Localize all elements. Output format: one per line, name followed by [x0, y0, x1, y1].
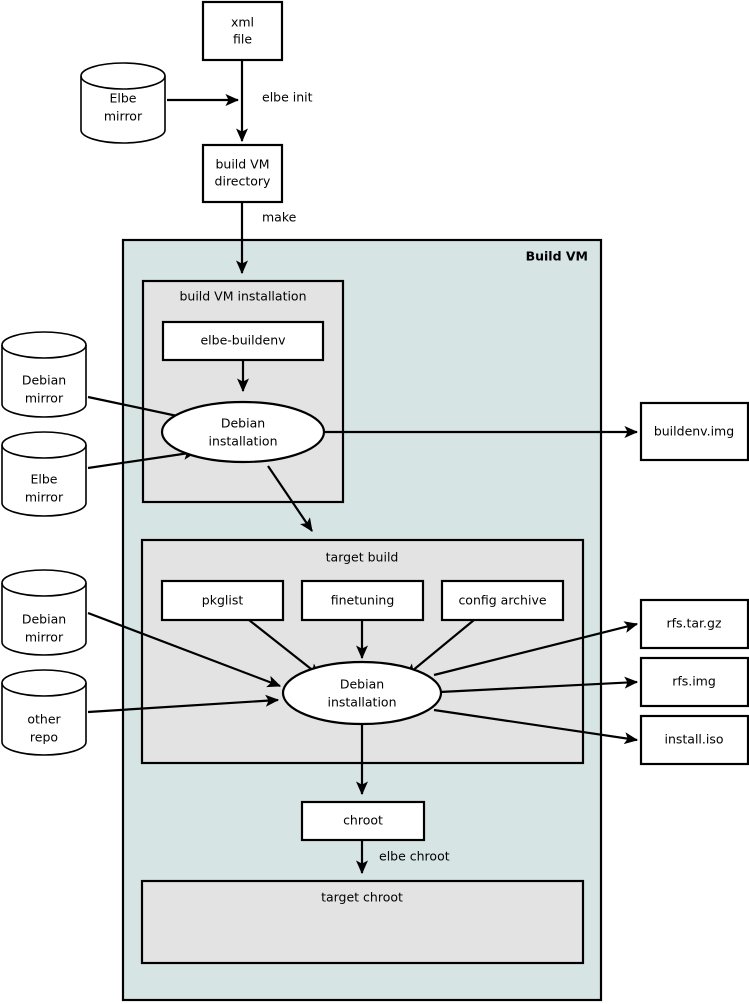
debian-mirror-bottom-cylinder[interactable]: Debian mirror	[1, 569, 87, 656]
chroot-node[interactable]: chroot	[300, 800, 426, 842]
build-vm-title: Build VM	[526, 249, 588, 264]
debian-mirror-top-body[interactable]	[1, 331, 87, 418]
other-repo-cap	[1, 682, 87, 697]
edge-debianinstall-to-rfsimg	[439, 676, 639, 694]
debian-mirror-bottom-cap	[1, 582, 87, 597]
target-build-title: target build	[326, 550, 399, 565]
edge-pkglist-to-debianinstall-target	[248, 619, 321, 677]
debian-installation-buildenv-label-line2: installation	[208, 434, 277, 449]
edge-debianmirror-bottom-to-debianinstall-target	[87, 611, 282, 688]
chroot-rect[interactable]	[300, 800, 426, 842]
elbe-buildenv-label: elbe-buildenv	[200, 333, 286, 348]
elbe-mirror-top-cylinder[interactable]: Elbe mirror	[80, 62, 166, 144]
rfs-img-node[interactable]: rfs.img	[639, 656, 749, 708]
buildenv-img-label: buildenv.img	[654, 424, 734, 439]
rfs-img-rect[interactable]	[639, 656, 749, 708]
install-iso-node[interactable]: install.iso	[639, 714, 749, 766]
debian-installation-target-ellipse[interactable]	[281, 660, 443, 726]
debian-mirror-top-label-line2: mirror	[25, 391, 64, 406]
debian-mirror-top-cap	[1, 344, 87, 359]
debian-mirror-bottom-label-line2: mirror	[25, 630, 64, 645]
elbe-buildenv-node[interactable]: elbe-buildenv	[161, 320, 325, 362]
elbe-mirror-top-label-line1: Elbe	[110, 91, 137, 106]
pkglist-rect[interactable]	[160, 579, 285, 622]
finetuning-rect[interactable]	[300, 579, 425, 622]
config-archive-label: config archive	[458, 593, 546, 608]
install-iso-label: install.iso	[664, 732, 723, 747]
rfs-targz-label: rfs.tar.gz	[666, 616, 721, 631]
debian-mirror-top-label-line1: Debian	[22, 373, 66, 388]
other-repo-label-line1: other	[27, 712, 61, 727]
elbe-buildenv-rect[interactable]	[161, 320, 325, 362]
build-vm-installation-container: build VM installation	[141, 279, 345, 504]
xml-file-label-line1: xml	[231, 15, 254, 30]
debian-installation-target-label-line2: installation	[327, 695, 396, 710]
elbe-mirror-mid-label-line2: mirror	[25, 490, 64, 505]
build-vm-directory-label-line2: directory	[215, 174, 272, 189]
debian-mirror-top-cylinder[interactable]: Debian mirror	[1, 331, 87, 418]
pkglist-label: pkglist	[202, 593, 244, 608]
pkglist-node[interactable]: pkglist	[160, 579, 285, 622]
finetuning-label: finetuning	[331, 593, 395, 608]
debian-installation-target-node[interactable]: Debian installation	[281, 660, 443, 726]
rfs-targz-rect[interactable]	[639, 598, 749, 650]
elbe-mirror-mid-cap	[1, 444, 87, 459]
edge-label-elbe-init: elbe init	[262, 90, 313, 105]
debian-installation-buildenv-label-line1: Debian	[221, 416, 265, 431]
edge-debianinstall-to-rfstargz	[433, 621, 639, 677]
xml-file-rect[interactable]	[201, 0, 284, 62]
elbe-mirror-mid-label-line1: Elbe	[31, 472, 58, 487]
elbe-mirror-mid-cylinder[interactable]: Elbe mirror	[1, 431, 87, 517]
target-chroot-rect	[140, 879, 585, 965]
build-vm-installation-title: build VM installation	[179, 289, 306, 304]
build-vm-directory-node[interactable]: build VM directory	[201, 143, 284, 204]
rfs-img-label: rfs.img	[672, 674, 716, 689]
edge-debianinstall-to-installiso	[433, 708, 639, 745]
edge-configarchive-to-debianinstall-target	[405, 619, 475, 677]
rfs-targz-node[interactable]: rfs.tar.gz	[639, 598, 749, 650]
finetuning-node[interactable]: finetuning	[300, 579, 425, 622]
build-vm-installation-rect	[141, 279, 345, 504]
edge-label-elbe-chroot: elbe chroot	[379, 849, 450, 864]
elbe-mirror-mid-body[interactable]	[1, 431, 87, 517]
edge-otherrepo-to-debianinstall-target	[87, 694, 280, 714]
install-iso-rect[interactable]	[639, 714, 749, 766]
config-archive-rect[interactable]	[440, 579, 565, 622]
elbe-mirror-top-body[interactable]	[80, 62, 166, 144]
debian-mirror-bottom-label-line1: Debian	[22, 612, 66, 627]
config-archive-node[interactable]: config archive	[440, 579, 565, 622]
other-repo-body[interactable]	[1, 669, 87, 756]
xml-file-label-line2: file	[233, 32, 252, 47]
build-vm-directory-rect[interactable]	[201, 143, 284, 204]
edge-debianinstall-to-targetbuild	[267, 465, 313, 532]
edge-label-make: make	[262, 210, 297, 225]
other-repo-cylinder[interactable]: other repo	[1, 669, 87, 756]
debian-installation-buildenv-ellipse[interactable]	[160, 400, 326, 464]
debian-installation-target-label-line1: Debian	[340, 677, 384, 692]
target-chroot-title: target chroot	[321, 890, 403, 905]
target-chroot-container: target chroot	[140, 879, 585, 965]
debian-mirror-bottom-body[interactable]	[1, 569, 87, 656]
debian-installation-buildenv-node[interactable]: Debian installation	[160, 400, 326, 464]
elbe-mirror-top-cap	[80, 75, 166, 90]
edge-elbemirror-mid-to-debianinstall	[87, 447, 198, 470]
elbe-mirror-top-label-line2: mirror	[104, 109, 143, 124]
chroot-label: chroot	[343, 813, 383, 828]
other-repo-label-line2: repo	[30, 730, 58, 745]
buildenv-img-rect[interactable]	[639, 401, 749, 462]
buildenv-img-node[interactable]: buildenv.img	[639, 401, 749, 462]
edges	[87, 60, 639, 875]
xml-file-node[interactable]: xml file	[201, 0, 284, 62]
build-vm-directory-label-line1: build VM	[215, 157, 269, 172]
